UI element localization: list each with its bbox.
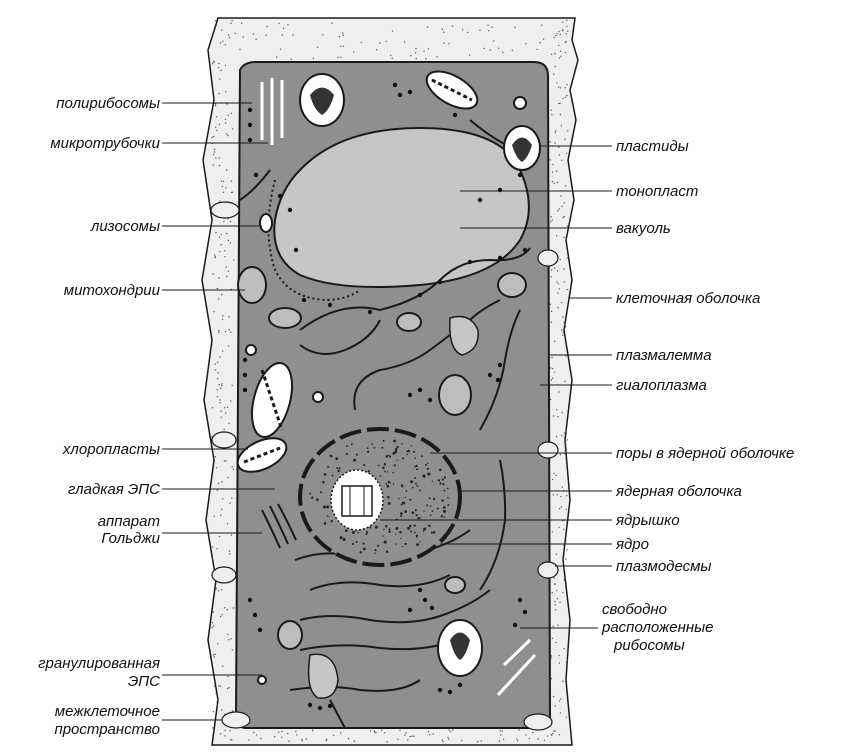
label-polyribosomes: полирибосомы: [56, 95, 160, 112]
nucleolus: [331, 470, 383, 530]
plastid-top: [300, 74, 344, 126]
label-plasmodesmata: плазмодесмы: [616, 558, 711, 575]
label-plasmalemma: плазмалемма: [616, 347, 712, 364]
label-plastids: пластиды: [616, 138, 689, 155]
label-nuclear-envelope: ядерная оболочка: [615, 483, 742, 500]
labels-left: полирибосомы микротрубочки лизосомы мито…: [38, 95, 161, 738]
label-tonoplast: тонопласт: [616, 183, 698, 200]
label-hyaloplasm: гиалоплазма: [616, 377, 707, 394]
label-nucleus: ядро: [615, 536, 649, 553]
chloroplast-bottom: [438, 620, 482, 676]
label-golgi-line1: аппарат: [98, 513, 160, 530]
label-chloroplasts: хлоропласты: [62, 441, 160, 458]
label-smooth-er: гладкая ЭПС: [68, 481, 160, 498]
label-intercellular-line2: пространство: [54, 721, 160, 738]
labels-right: пластиды тонопласт вакуоль клеточная обо…: [601, 138, 794, 654]
label-golgi-line2: Гольджи: [101, 530, 160, 547]
label-lysosomes: лизосомы: [90, 218, 160, 235]
label-intercellular-line1: межклеточное: [55, 703, 160, 720]
label-rough-er-line2: ЭПС: [128, 673, 160, 690]
label-mitochondria: митохондрии: [64, 282, 161, 299]
label-free-ribosomes-line1: свободно: [602, 601, 667, 618]
label-free-ribosomes-line3: рибосомы: [613, 637, 685, 654]
label-cell-wall: клеточная оболочка: [616, 290, 760, 307]
label-free-ribosomes-line2: расположенные: [601, 619, 713, 636]
label-nuclear-pores: поры в ядерной оболочке: [616, 445, 794, 462]
label-microtubules: микротрубочки: [50, 135, 160, 152]
label-nucleolus: ядрышко: [615, 512, 680, 529]
label-vacuole: вакуоль: [616, 220, 671, 237]
label-rough-er-line1: гранулированная: [38, 655, 160, 672]
plastid-right: [504, 126, 540, 170]
nucleus: [300, 429, 460, 565]
